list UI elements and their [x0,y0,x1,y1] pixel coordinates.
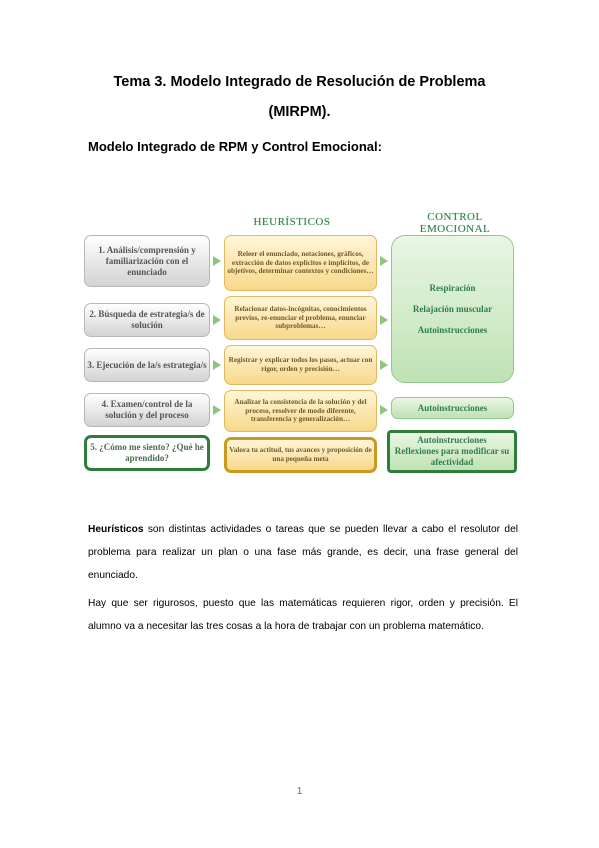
paragraph-heuristicos-text: son distintas actividades o tareas que s… [88,524,518,581]
arrow-right-icon [213,256,221,266]
arrow-right-icon [380,315,388,325]
control-item-respiracion: Respiración [429,282,476,293]
paragraph-rigor: Hay que ser rigurosos, puesto que las ma… [88,598,518,632]
term-heuristicos: Heurísticos [88,524,144,535]
heuristic-3-box: Registrar y explicar todos los pasos, ac… [224,345,377,385]
arrow-right-icon [213,360,221,370]
control-emocional-header: CONTROL EMOCIONAL [419,211,491,235]
step-5-box: 5. ¿Cómo me siento? ¿Qué he aprendido? [84,435,210,471]
heuristic-1-box: Releer el enunciado, notaciones, gráfico… [224,235,377,291]
control-emocional-box: Respiración Relajación muscular Autoinst… [391,235,514,383]
heuristic-5-box: Valora tu actitud, tus avances y proposi… [224,437,377,473]
control-5-reflexiones: Reflexiones para modificar su afectivida… [394,446,510,467]
control-item-relajacion: Relajación muscular [412,303,493,314]
section-subtitle: Modelo Integrado de RPM y Control Emocio… [88,139,382,154]
arrow-right-icon [213,405,221,415]
arrow-right-icon [380,256,388,266]
heuristic-4-box: Analizar la consistencia de la solución … [224,390,377,432]
control-item-autoinstrucciones: Autoinstrucciones [417,324,488,335]
step-3-box: 3. Ejecución de la/s estrategia/s [84,348,210,382]
control-step-4-box: Autoinstrucciones [391,397,514,419]
arrow-right-icon [380,360,388,370]
document-title-acronym: (MIRPM). [268,104,331,120]
mirpm-diagram: HEURÍSTICOS CONTROL EMOCIONAL 1. Análisi… [82,208,520,484]
arrow-right-icon [380,405,388,415]
step-2-box: 2. Búsqueda de estrategia/s de solución [84,303,210,337]
document-title: Tema 3. Modelo Integrado de Resolución d… [113,74,486,90]
control-step-5-box: Autoinstrucciones Reflexiones para modif… [387,430,517,473]
step-1-box: 1. Análisis/comprensión y familiarizació… [84,235,210,287]
arrow-right-icon [213,315,221,325]
page-number: 1 [296,786,303,797]
control-5-autoinstrucciones: Autoinstrucciones [417,435,487,445]
heuristic-2-box: Relacionar datos-incógnitas, conocimient… [224,296,377,340]
step-4-box: 4. Examen/control de la solución y del p… [84,393,210,427]
heuristicos-header: HEURÍSTICOS [253,216,331,228]
paragraph-heuristicos: Heurísticos son distintas actividades o … [88,518,518,587]
